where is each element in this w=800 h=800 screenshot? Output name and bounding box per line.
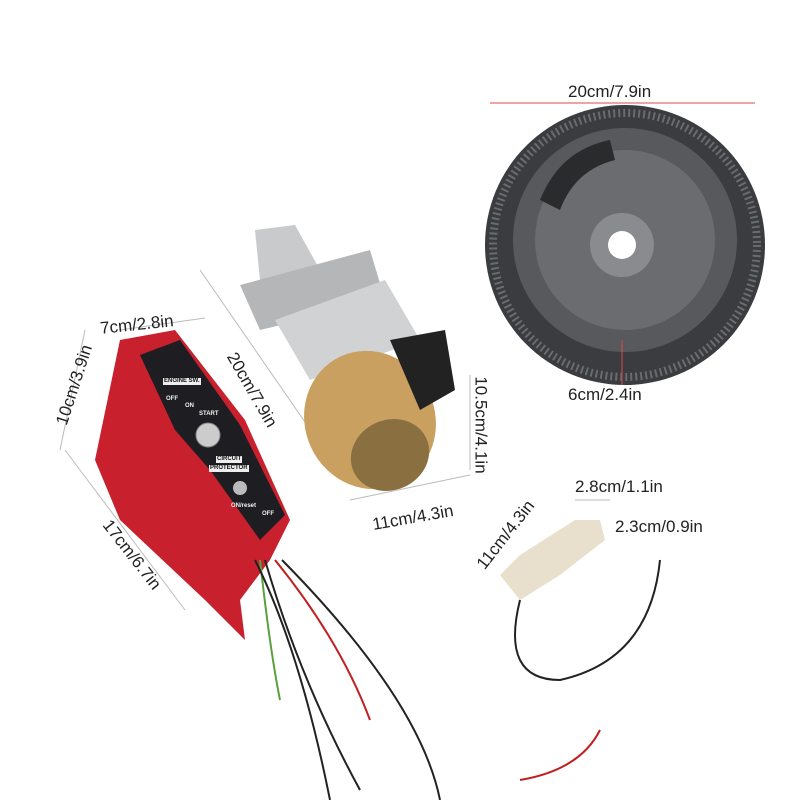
engine-switch-label: ENGINE SW. <box>163 378 201 385</box>
flywheel <box>485 102 765 385</box>
flywheel-thickness-label: 6cm/2.4in <box>568 385 642 404</box>
flywheel-diameter-label: 20cm/7.9in <box>568 82 652 101</box>
starter-height-label: 10.5cm/4.1in <box>471 376 491 474</box>
switch-box <box>59 317 290 640</box>
protector-label: PROTECTOR <box>209 465 249 472</box>
wire-harness <box>254 559 441 800</box>
coil-height-label: 2.3cm/0.9in <box>615 517 703 536</box>
protector-on-reset-label: ON/reset <box>231 503 257 509</box>
position-off-label: OFF <box>166 396 178 402</box>
position-start-label: START <box>199 411 219 417</box>
starter-motor <box>199 225 471 501</box>
coil-width-label: 2.8cm/1.1in <box>575 477 663 496</box>
position-on-label: ON <box>185 403 194 409</box>
circuit-label: CIRCUIT <box>216 456 243 463</box>
ignition-coil <box>500 499 661 781</box>
protector-off-label: OFF <box>262 511 274 517</box>
